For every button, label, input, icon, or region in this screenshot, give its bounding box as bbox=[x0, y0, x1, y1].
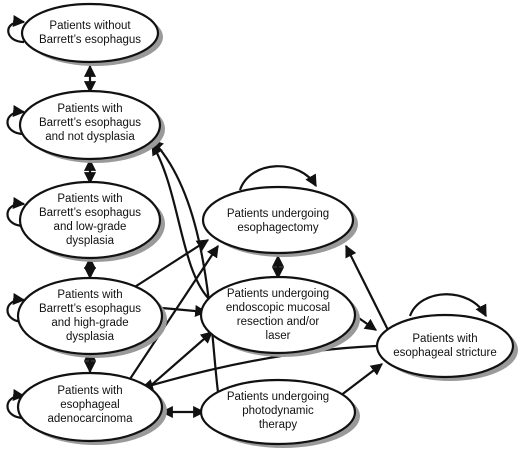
node-label: Patients with bbox=[57, 193, 122, 205]
node-label: and high-grade bbox=[51, 317, 128, 329]
edge-adenocarcinoma-to-esophagectomy bbox=[127, 244, 219, 383]
node-label: Patients with bbox=[57, 103, 122, 115]
node-label: endoscopic mucosal bbox=[226, 302, 330, 314]
node-label: esophageal bbox=[60, 399, 119, 411]
edge-pdt-to-stricture bbox=[339, 363, 383, 397]
node-label: resection and/or bbox=[237, 316, 320, 328]
edge-self-adenocarcinoma bbox=[6, 389, 26, 420]
edge-self-esophagectomy bbox=[238, 165, 317, 191]
edge-hgd-to-esophagectomy bbox=[129, 239, 210, 291]
node-label: Barrett’s esophagus bbox=[39, 207, 141, 219]
node-label: esophagectomy bbox=[237, 222, 318, 234]
node-label: Barrett’s esophagus bbox=[39, 34, 141, 46]
node-label: photodynamic bbox=[242, 405, 314, 417]
node-no-barretts: Patients without Barrett’s esophagus bbox=[20, 2, 163, 66]
edge-stricture-to-adenocarcinoma bbox=[140, 344, 377, 391]
node-emr-laser: Patients undergoing endoscopic mucosal r… bbox=[199, 275, 360, 357]
edge-pdt-to-no-dysplasia bbox=[151, 139, 220, 393]
node-label: Patients with bbox=[57, 385, 122, 397]
node-label: Patients with bbox=[412, 333, 477, 345]
nodes-layer: Patients without Barrett’s esophagus Pat… bbox=[16, 2, 518, 448]
node-esophagectomy: Patients undergoing esophagectomy bbox=[201, 185, 358, 257]
node-label: Patients without bbox=[49, 20, 131, 32]
node-stricture: Patients with esophageal stricture bbox=[375, 313, 518, 381]
edges-layer bbox=[6, 14, 487, 420]
node-barretts-lgd: Patients with Barrett’s esophagus and lo… bbox=[18, 180, 165, 262]
edge-adenocarcinoma-to-emr bbox=[147, 331, 213, 389]
node-label: adenocarcinoma bbox=[47, 413, 133, 425]
node-label: Patients undergoing bbox=[227, 208, 329, 220]
node-label: Patients undergoing bbox=[227, 288, 329, 300]
edge-emr-to-no-dysplasia bbox=[151, 142, 211, 301]
node-label: dysplasia bbox=[66, 235, 115, 247]
node-label: laser bbox=[266, 330, 291, 342]
edge-self-barretts-no-dysplasia bbox=[6, 105, 26, 136]
edge-stricture-to-esophagectomy bbox=[345, 244, 389, 331]
edge-self-barretts-lgd bbox=[6, 197, 26, 228]
node-pdt: Patients undergoing photodynamic therapy bbox=[199, 378, 360, 448]
node-label: Barrett’s esophagus bbox=[39, 117, 141, 129]
node-label: esophageal stricture bbox=[393, 347, 497, 359]
node-barretts-no-dysplasia: Patients with Barrett’s esophagus and no… bbox=[18, 89, 165, 163]
node-label: and low-grade bbox=[54, 221, 127, 233]
node-label: Barrett’s esophagus bbox=[39, 303, 141, 315]
node-adenocarcinoma: Patients with esophageal adenocarcinoma bbox=[16, 371, 167, 445]
node-barretts-hgd: Patients with Barrett’s esophagus and hi… bbox=[16, 276, 167, 358]
node-label: therapy bbox=[259, 419, 298, 431]
node-label: Patients undergoing bbox=[227, 391, 329, 403]
node-label: and not dysplasia bbox=[45, 131, 135, 143]
node-label: dysplasia bbox=[66, 331, 115, 343]
edge-self-stricture bbox=[408, 293, 487, 318]
edge-self-no-barretts bbox=[7, 14, 26, 44]
edge-hgd-to-emr bbox=[161, 304, 208, 318]
node-label: Patients with bbox=[57, 289, 122, 301]
